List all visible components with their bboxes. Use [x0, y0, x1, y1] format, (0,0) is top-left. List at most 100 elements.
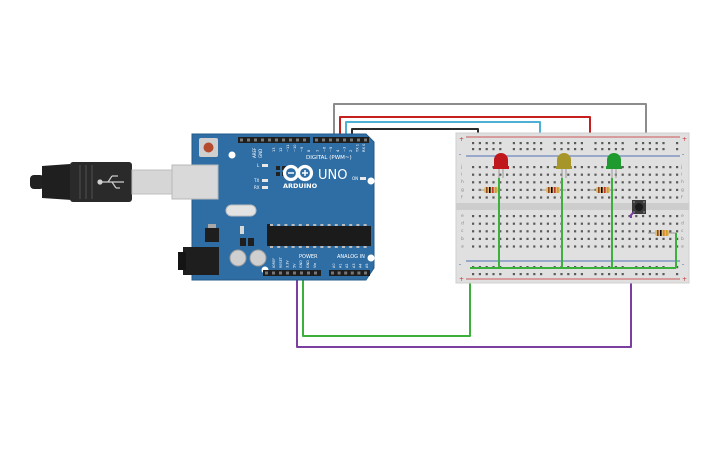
header-hole[interactable] — [300, 271, 303, 275]
usb-connector-metal — [131, 169, 173, 195]
header-hole[interactable] — [265, 271, 268, 275]
power-pin-label: 5V — [292, 263, 296, 268]
svg-text:i: i — [681, 172, 682, 178]
header-hole[interactable] — [344, 271, 348, 275]
led-l — [262, 164, 268, 167]
power-header[interactable] — [263, 270, 321, 276]
rail-minus-sign: - — [682, 261, 684, 268]
mounting-hole — [228, 151, 236, 159]
svg-text:c: c — [461, 229, 464, 234]
header-hole[interactable] — [331, 271, 334, 275]
analog-pin-label: A0 — [332, 264, 336, 268]
power-pin-label: Vin — [313, 263, 317, 268]
header-hole[interactable] — [240, 138, 243, 142]
dc-power-jack — [183, 247, 219, 275]
resistor-pulldown[interactable] — [648, 230, 676, 236]
digital-pin-label: 8 — [307, 149, 311, 152]
svg-text:e: e — [461, 214, 464, 219]
rail-plus-sign: + — [459, 276, 464, 283]
header-hole[interactable] — [289, 138, 292, 142]
header-hole[interactable] — [247, 138, 250, 142]
header-hole[interactable] — [337, 271, 341, 275]
header-hole[interactable] — [268, 138, 271, 142]
header-hole[interactable] — [336, 138, 339, 142]
header-hole[interactable] — [364, 271, 367, 275]
header-hole[interactable] — [296, 138, 299, 142]
svg-text:a: a — [461, 244, 464, 249]
digital-pin-label: ~10 — [293, 144, 297, 152]
header-hole[interactable] — [286, 271, 289, 275]
analog-pin-label: A1 — [339, 264, 343, 268]
led-yellow[interactable] — [556, 153, 572, 169]
dc-power-jack-lip — [178, 252, 186, 270]
arduino-infinity-logo-icon — [282, 164, 314, 182]
led-red[interactable] — [493, 153, 509, 169]
voltage-regulator — [205, 228, 219, 242]
analog-header[interactable] — [329, 270, 370, 276]
wire-green-gnd[interactable] — [302, 268, 471, 337]
led-legs — [498, 168, 617, 178]
digital-header-high[interactable] — [313, 137, 369, 143]
header-hole[interactable] — [314, 271, 317, 275]
header-hole[interactable] — [315, 138, 318, 142]
svg-text:j: j — [680, 164, 682, 170]
header-hole[interactable] — [364, 138, 367, 142]
reset-button-cap[interactable] — [203, 142, 214, 153]
smd-component — [248, 238, 254, 246]
atmega-chip — [267, 226, 371, 246]
led-rx-label: RX — [254, 185, 260, 190]
rail-minus-sign: - — [459, 261, 461, 268]
header-hole[interactable] — [357, 138, 360, 142]
mounting-hole — [367, 177, 375, 185]
smd-component — [240, 226, 244, 234]
digital-pin-label: ~3 — [342, 147, 346, 152]
header-hole[interactable] — [279, 271, 282, 275]
header-hole[interactable] — [357, 271, 361, 275]
crystal-oscillator — [225, 204, 257, 217]
uno-model-text: UNO — [318, 168, 347, 183]
usb-grip-lines — [79, 165, 93, 199]
power-section-label: POWER — [299, 254, 318, 260]
header-hole[interactable] — [293, 271, 296, 275]
header-hole[interactable] — [254, 138, 257, 142]
header-hole[interactable] — [350, 271, 354, 275]
svg-text:j: j — [460, 164, 462, 170]
analog-pin-label: A2 — [345, 264, 349, 268]
digital-pin-label: 2 — [349, 150, 353, 152]
digital-pin-label: 7 — [316, 150, 320, 152]
digital-header-low[interactable] — [238, 137, 310, 143]
chip-pins — [270, 246, 367, 248]
svg-text:d: d — [461, 221, 464, 227]
wire-purple-button[interactable] — [630, 211, 635, 218]
header-hole[interactable] — [307, 271, 310, 275]
header-hole[interactable] — [322, 138, 325, 142]
digital-pin-label: ~9 — [300, 146, 304, 152]
usb-strain-relief — [42, 164, 72, 200]
led-on-label: ON — [352, 176, 358, 181]
push-button[interactable] — [632, 200, 646, 214]
led-green[interactable] — [606, 153, 622, 169]
svg-text:h: h — [461, 179, 464, 185]
header-hole[interactable] — [261, 138, 264, 142]
digital-pin-label: 13 — [272, 147, 276, 152]
header-hole[interactable] — [303, 138, 306, 142]
header-hole[interactable] — [275, 138, 278, 142]
digital-pin-label: 12 — [279, 147, 283, 152]
analog-pin-label: A5 — [365, 264, 369, 268]
rail-minus-sign: - — [459, 151, 461, 158]
rail-plus-sign: + — [682, 276, 687, 283]
header-hole[interactable] — [350, 138, 353, 142]
usb-cable-end — [30, 175, 44, 189]
header-hole[interactable] — [282, 138, 285, 142]
header-hole[interactable] — [343, 138, 346, 142]
header-hole[interactable] — [272, 271, 275, 275]
aref-label: AREF — [252, 147, 257, 158]
center-channel — [456, 203, 689, 210]
header-hole[interactable] — [329, 138, 332, 142]
digital-pwm-label: DIGITAL (PWM~) — [306, 155, 352, 161]
